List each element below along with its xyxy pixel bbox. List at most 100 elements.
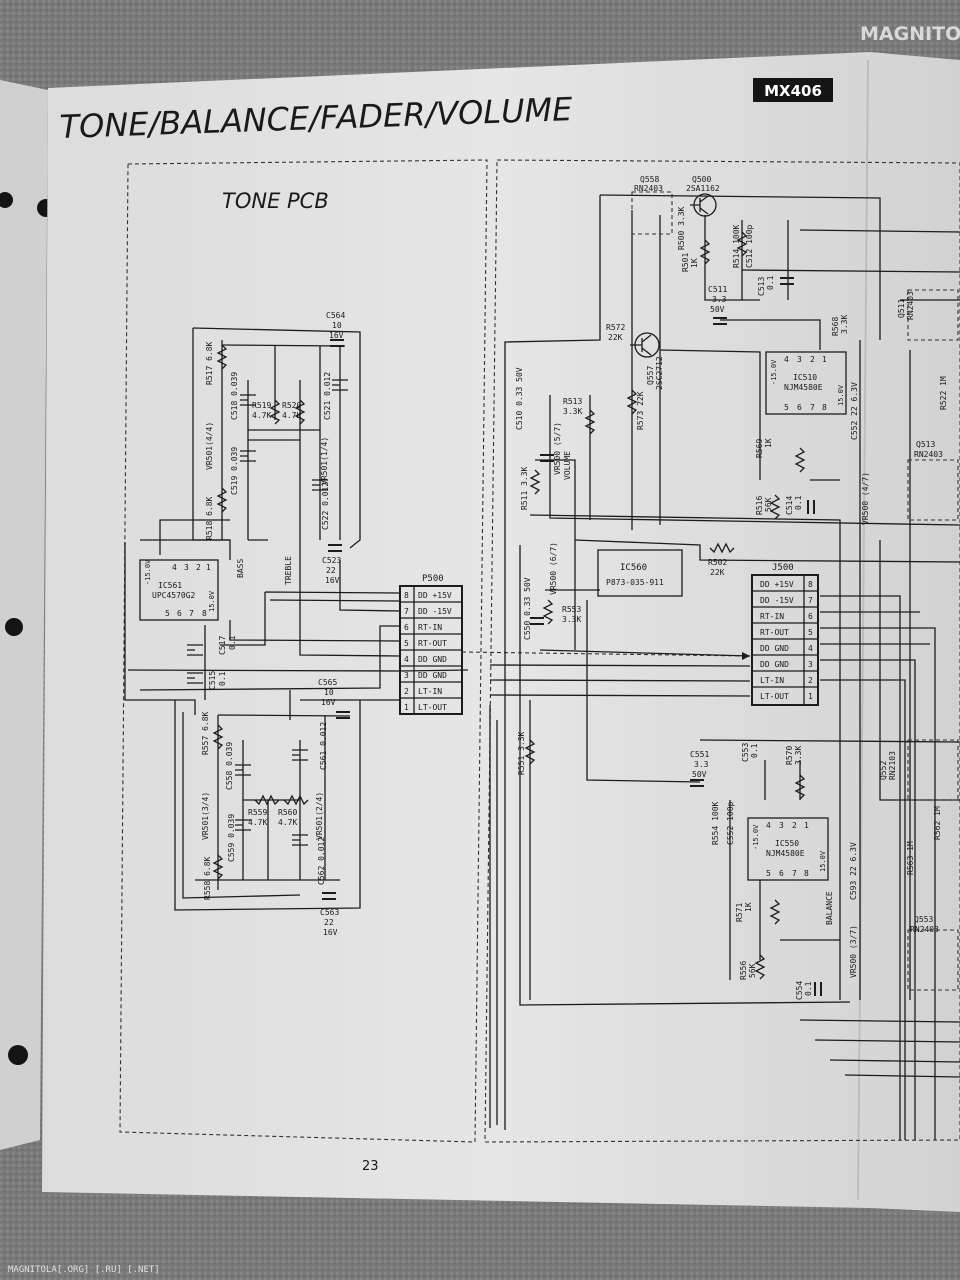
ic561-pin: 2 (196, 563, 201, 572)
p500-pin-num: 3 (404, 671, 409, 680)
j500-pin-label: DD -15V (760, 596, 794, 605)
r518-label: R518 6.8K (205, 496, 214, 540)
j500-pin-label: RT-OUT (760, 628, 789, 637)
ic561-rail-neg: -15.0V (144, 559, 152, 585)
ic510-rail-neg: -15.0V (770, 359, 778, 385)
r513-val: 3.3K (563, 407, 582, 416)
c523-volt: 16V (325, 576, 340, 585)
ic561-chip: 4 3 2 1 IC561 UPC4570G2 5 6 7 8 -15.0V 1… (139, 559, 219, 621)
p500-pin-num: 6 (404, 623, 409, 632)
ic561-pin: 7 (189, 609, 194, 618)
c553-val: 0.1 (750, 743, 759, 758)
c511-val: 3.3 (712, 295, 727, 304)
r517-label: R517 6.8K (205, 341, 214, 385)
page-fold (857, 59, 869, 1201)
r559-val: 4.7K (248, 818, 267, 827)
p500-pin-label: RT-IN (418, 623, 442, 632)
c563-volt: 16V (323, 928, 338, 937)
pcb-interconnect-line (461, 651, 751, 657)
ic560-ref: IC560 (620, 563, 647, 573)
ic510-pin: 1 (822, 355, 827, 364)
ic561-pin: 8 (202, 609, 207, 618)
r513-ref: R513 (563, 397, 582, 406)
ic510-pin: 8 (822, 403, 827, 412)
ic510-pin: 4 (784, 355, 789, 364)
vr501d-label: VR501(2/4) (315, 792, 324, 840)
r501-ref: R501 (681, 253, 690, 272)
c518-label: C518 0.039 (230, 372, 239, 420)
model-badge (753, 78, 833, 102)
j500-pin-num: 1 (808, 692, 813, 701)
r570-ref: R570 (785, 746, 794, 765)
ic561-rail-pos: 15.0V (208, 590, 216, 612)
r556-ref: R556 (739, 961, 748, 980)
main-pcb-components (524, 191, 959, 996)
ic510-rail-pos: 15.0V (837, 384, 845, 406)
j500-pin-label: LT-IN (760, 676, 784, 685)
balance-label: BALANCE (825, 891, 834, 925)
p500-pin-label: RT-OUT (418, 639, 447, 648)
binder-hole (0, 192, 13, 208)
c552x-label: C552 22 6.3V (850, 382, 859, 440)
binder-hole (8, 1045, 28, 1065)
r553-ref: R553 (562, 605, 581, 614)
p500-pin-label: DD GND (418, 671, 447, 680)
r563-label: R563 1M (906, 841, 915, 875)
j500-pin-num: 3 (808, 660, 813, 669)
tone-pcb-label: TONE PCB (222, 189, 329, 213)
r571-ref: R571 (735, 903, 744, 922)
j500-pin-label: RT-IN (760, 612, 784, 621)
ic510-pin: 7 (810, 403, 815, 412)
r522-label: R522 1M (939, 376, 948, 410)
paper-page (42, 52, 960, 1212)
c551-volt: 50V (692, 770, 707, 779)
r500-label: R500 3.3K (677, 206, 686, 250)
tone-lower-labels: R557 6.8K C558 0.039 C561 0.012 VR501(3/… (201, 711, 339, 937)
j500-pin-num: 4 (808, 644, 813, 653)
q500-part: 2SA1162 (686, 184, 720, 193)
j500-ref: J500 (772, 563, 794, 573)
p500-pin-num: 2 (404, 687, 409, 696)
q557-ref: Q557 (646, 366, 655, 385)
ic550-chip: 4 3 2 1 IC550 NJM4580E 5 6 7 8 -15.0V 15… (747, 817, 829, 881)
q552-part: RN2103 (888, 751, 897, 780)
ic510-chip: 4 3 2 1 IC510 NJM4580E 5 6 7 8 -15.0V 15… (765, 351, 847, 415)
j500-pin-num: 7 (808, 596, 813, 605)
c515-val: 0.1 (218, 671, 227, 686)
q558-ref: Q558 (640, 175, 659, 184)
c514-val: 0.1 (794, 495, 803, 510)
p500-ref: P500 (422, 574, 444, 584)
r559-ref: R559 (248, 808, 267, 817)
p500-pin-num: 1 (404, 703, 409, 712)
bass-label: BASS (236, 559, 245, 578)
r572-val: 22K (608, 333, 623, 342)
p500-pin-num: 8 (404, 591, 409, 600)
q553-ref: Q553 (914, 915, 933, 924)
r519-val: 4.7K (252, 411, 271, 420)
ic550-pin: 4 (766, 821, 771, 830)
ic510-part: NJM4580E (784, 383, 823, 392)
r562-label: R562 1M (933, 806, 942, 840)
j500-pin-label: DD GND (760, 644, 789, 653)
footer-watermark: MAGNITOLA[.ORG] [.RU] [.NET] (8, 1265, 160, 1275)
r511-label: R511 3.3K (520, 466, 529, 510)
c550-label: C550 0.33 50V (523, 577, 532, 640)
ic510-pin: 2 (810, 355, 815, 364)
magnitola-logo: MAGNITOLA (860, 23, 960, 45)
r569-val: 1K (764, 438, 773, 448)
c565-volt: 16V (321, 698, 336, 707)
ic550-pin: 1 (804, 821, 809, 830)
ic561-pin: 4 (172, 563, 177, 572)
c553-ref: C553 (741, 743, 750, 762)
q511-part: RN2403 (906, 291, 915, 320)
vr500b-label: VR500 (4/7) (861, 472, 870, 525)
r560-ref: R560 (278, 808, 297, 817)
q513-ref: Q513 (916, 440, 935, 449)
ic550-ref: IC550 (775, 839, 799, 848)
vr501a-label: VR501(4/4) (205, 422, 214, 470)
ic560-chip: IC560 P873-035-911 (597, 549, 683, 597)
c521-label: C521 0.012 (323, 372, 332, 420)
c554-ref: C554 (795, 981, 804, 1000)
